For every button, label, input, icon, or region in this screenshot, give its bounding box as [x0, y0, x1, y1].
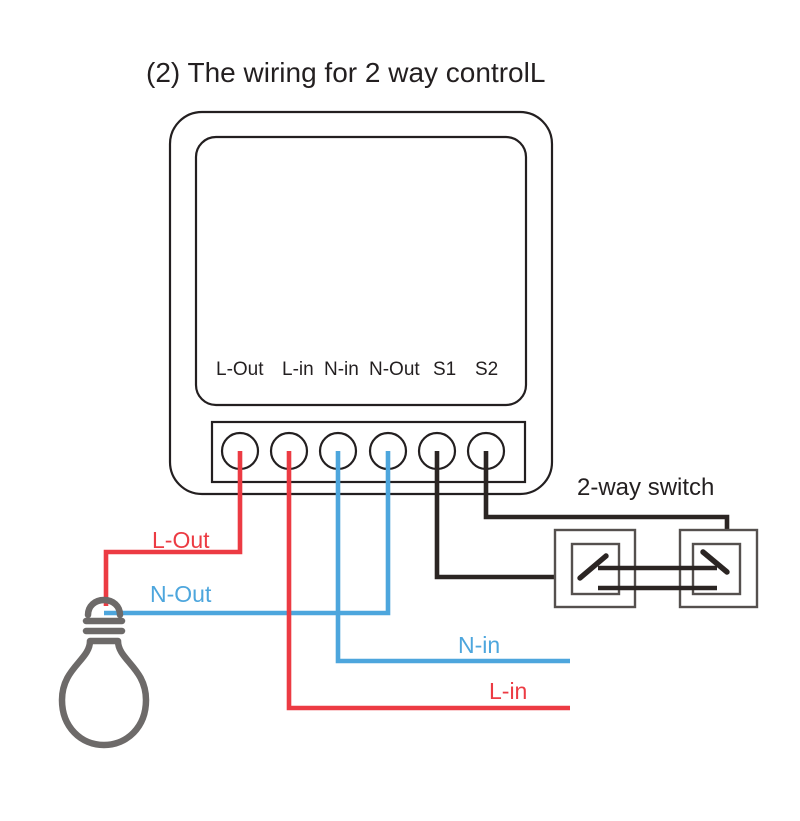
- wire-label-n-out: N-Out: [150, 581, 212, 607]
- device-module: L-Out L-in N-in N-Out S1 S2: [168, 110, 554, 496]
- wire-label-l-out: L-Out: [152, 527, 210, 553]
- wire-s1: [434, 451, 592, 580]
- page-title: (2) The wiring for 2 way controlL: [146, 57, 545, 88]
- terminal-label-s1: S1: [433, 359, 456, 380]
- light-bulb: [58, 596, 150, 749]
- terminal-label-s2: S2: [475, 359, 498, 380]
- bulb-glass: [58, 637, 150, 749]
- bulb-cap-top: [84, 596, 124, 619]
- wire-n-in: [335, 451, 570, 664]
- device-front-panel: [194, 135, 528, 407]
- device-outer-shell: [168, 110, 554, 496]
- wire-label-l-in: L-in: [489, 678, 527, 704]
- terminal-label-l-out: L-Out: [216, 359, 264, 380]
- switch-right-lever[interactable]: [700, 549, 730, 575]
- terminal-label-n-out: N-Out: [369, 359, 420, 380]
- terminal-label-l-in: L-in: [282, 359, 314, 380]
- wire-label-n-in: N-in: [458, 632, 500, 658]
- switch-group-label: 2-way switch: [577, 474, 714, 501]
- wire-l-in: [286, 451, 570, 711]
- terminal-label-n-in: N-in: [324, 359, 359, 380]
- switch-left-lever[interactable]: [577, 553, 609, 581]
- wire-l-out: [103, 451, 243, 606]
- wire-n-out: [104, 451, 391, 616]
